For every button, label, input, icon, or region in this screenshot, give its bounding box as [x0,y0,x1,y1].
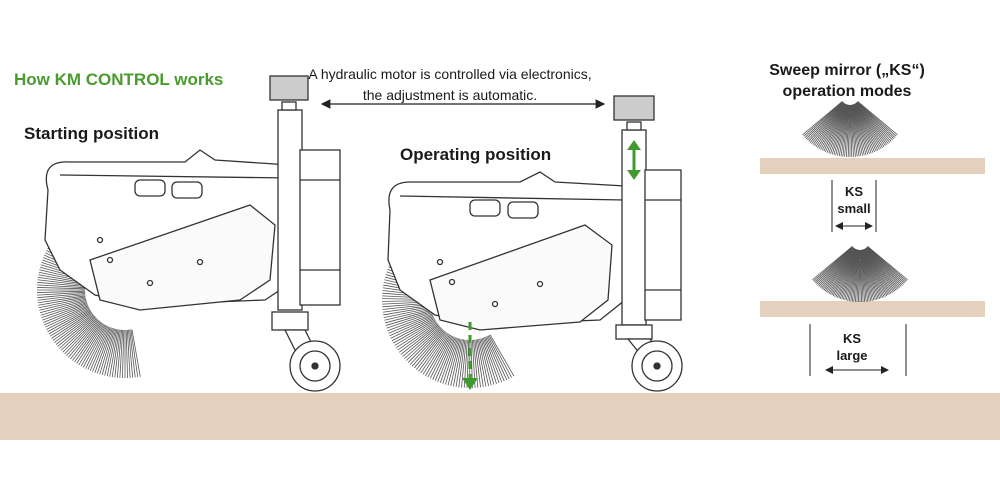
ks-large-marker [809,324,907,376]
ks-large-brush [812,246,908,302]
adjustment-caption: A hydraulic motor is controlled via elec… [300,64,600,106]
ks-small-label: KS small [824,183,884,217]
sweeper-operating [382,95,683,392]
ks-large-label: KS large [822,330,882,364]
caption-line-2: the adjustment is automatic. [362,87,538,103]
ks-small-line-1: KS [844,184,864,199]
mast-adjust-arrow [627,140,641,180]
operating-position-label: Operating position [400,145,552,164]
sweep-mirror-title-line-2: operation modes [782,83,912,100]
ks-large-line-1: KS [842,331,862,346]
ks-large-line-2: large [836,348,868,363]
sweep-mirror-title: Sweep mirror („KS“) operation modes [752,60,942,102]
starting-position-label: Starting position [24,124,160,143]
ground-ks-large [760,301,985,317]
brush-pressure-arrow [462,322,478,390]
ks-small-brush [802,101,898,157]
caption-line-1: A hydraulic motor is controlled via elec… [308,66,592,82]
sweeper-starting [37,75,341,392]
sweep-mirror-title-line-1: Sweep mirror („KS“) [769,62,925,79]
page-title: How KM CONTROL works [14,70,224,89]
ground-ks-small [760,158,985,174]
ks-small-line-2: small [837,201,871,216]
ground-main [0,393,1000,440]
ks-small-marker [831,180,877,232]
